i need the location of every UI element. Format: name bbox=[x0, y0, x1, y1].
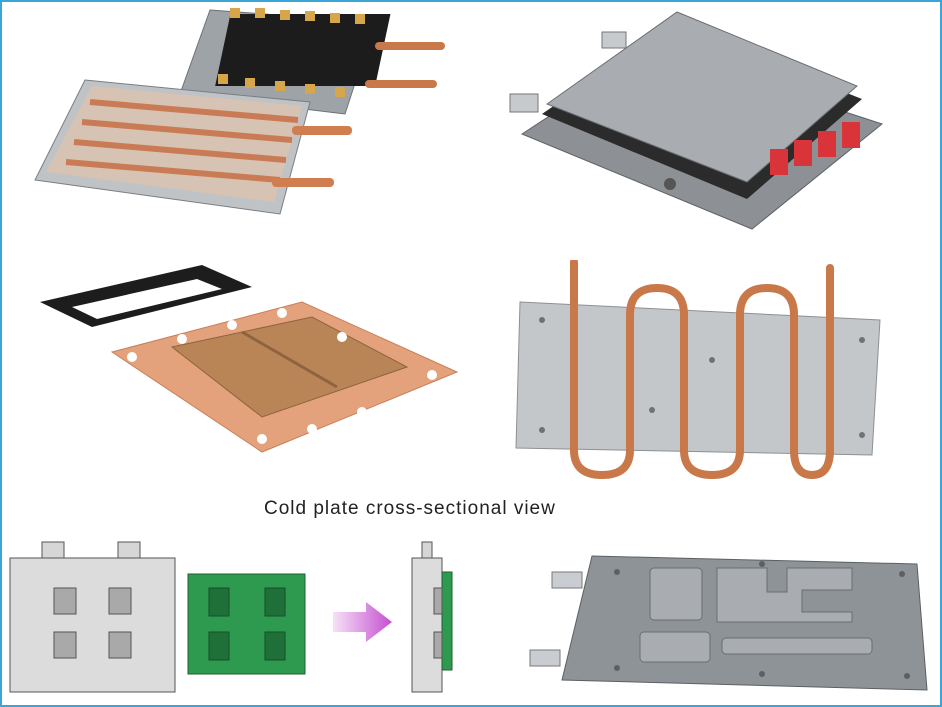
sealed-liquid-cold-plate-photo bbox=[502, 4, 902, 254]
igbt-module-on-cold-plate-photo bbox=[30, 2, 450, 222]
copper-skived-fin-cold-plate-photo bbox=[32, 257, 462, 467]
machined-channel-cold-plate-photo bbox=[522, 550, 934, 700]
cross-section-caption: Cold plate cross-sectional view bbox=[264, 498, 556, 519]
serpentine-copper-tube-cold-plate-photo bbox=[512, 260, 887, 485]
cold-plate-cross-section-diagram bbox=[8, 540, 478, 695]
